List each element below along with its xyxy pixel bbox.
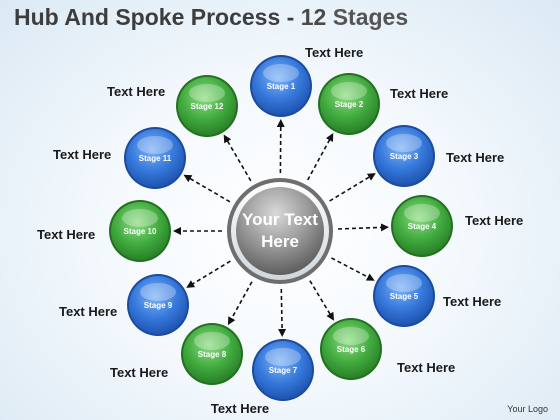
stage-node-6: Stage 6	[320, 318, 382, 380]
stage-node-face	[252, 57, 310, 115]
spoke-arrow-11	[183, 174, 231, 203]
stage-node-12: Stage 12	[176, 75, 238, 137]
stage-node-face	[111, 202, 169, 260]
stage-node-11: Stage 11	[124, 127, 186, 189]
stage-node-2: Stage 2	[318, 73, 380, 135]
spoke-arrow-7	[278, 288, 287, 337]
stage-callout-1: Text Here	[305, 45, 363, 60]
title-separator: -	[280, 4, 301, 30]
title-main: Hub And Spoke Process	[14, 4, 281, 30]
stage-node-face	[126, 129, 184, 187]
stage-node-face	[129, 276, 187, 334]
stage-node-highlight	[263, 64, 299, 82]
stage-callout-9: Text Here	[59, 304, 117, 319]
stage-node-9: Stage 9	[127, 274, 189, 336]
stage-label: Stage 3	[390, 152, 419, 161]
stage-label: Stage 11	[139, 154, 172, 163]
stage-node-face	[322, 320, 380, 378]
stage-node-7: Stage 7	[252, 339, 314, 401]
hub-core	[236, 187, 324, 275]
stage-callout-7: Text Here	[211, 401, 269, 416]
spoke-arrow-6	[309, 280, 335, 321]
stage-callout-10: Text Here	[37, 227, 95, 242]
stage-callout-4: Text Here	[465, 213, 523, 228]
stage-node-highlight	[140, 283, 176, 301]
arrows-layer	[173, 119, 389, 337]
hub-label-line2: Here	[261, 232, 299, 251]
spoke-arrow-3	[329, 173, 376, 202]
stage-node-face	[183, 325, 241, 383]
spoke-arrow-8	[227, 281, 253, 326]
stage-node-highlight	[386, 274, 422, 292]
stage-callout-8: Text Here	[110, 365, 168, 380]
spoke-arrow-9	[186, 260, 231, 288]
stage-node-highlight	[122, 209, 158, 227]
stage-label: Stage 12	[191, 102, 224, 111]
stage-callout-3: Text Here	[446, 150, 504, 165]
stage-label: Stage 5	[390, 292, 419, 301]
stage-callout-6: Text Here	[397, 360, 455, 375]
stage-node-5: Stage 5	[373, 265, 435, 327]
stage-node-4: Stage 4	[391, 195, 453, 257]
hub: Your Text Here	[227, 178, 333, 284]
stage-node-highlight	[333, 327, 369, 345]
stage-node-face	[320, 75, 378, 133]
stage-node-face	[375, 267, 433, 325]
stage-label: Stage 2	[335, 100, 364, 109]
stage-node-face	[178, 77, 236, 135]
stage-node-highlight	[189, 84, 225, 102]
stage-node-highlight	[265, 348, 301, 366]
stage-callout-11: Text Here	[53, 147, 111, 162]
stage-label: Stage 8	[198, 350, 227, 359]
spoke-arrow-12	[223, 134, 252, 182]
stage-label: Stage 4	[408, 222, 437, 231]
spoke-arrow-2	[306, 133, 334, 181]
stage-callout-12: Text Here	[107, 84, 165, 99]
stage-label: Stage 7	[269, 366, 298, 375]
stage-callout-2: Text Here	[390, 86, 448, 101]
page-title: Hub And Spoke Process - 12 Stages	[14, 4, 408, 31]
stage-node-highlight	[194, 332, 230, 350]
logo-text: Your Logo	[507, 404, 548, 414]
spoke-arrow-4	[337, 223, 389, 232]
stage-label: Stage 6	[337, 345, 366, 354]
stage-callout-5: Text Here	[443, 294, 501, 309]
stage-node-10: Stage 10	[109, 200, 171, 262]
stage-node-face	[393, 197, 451, 255]
spoke-arrow-5	[331, 257, 375, 281]
stage-node-face	[254, 341, 312, 399]
hub-label-line1: Your Text	[242, 210, 318, 229]
stage-node-1: Stage 1	[250, 55, 312, 117]
stage-node-3: Stage 3	[373, 125, 435, 187]
stage-label: Stage 10	[124, 227, 157, 236]
stage-label: Stage 9	[144, 301, 173, 310]
stage-label: Stage 1	[267, 82, 296, 91]
stage-node-highlight	[386, 134, 422, 152]
title-count: 12	[300, 4, 327, 30]
stage-node-highlight	[137, 136, 173, 154]
stage-node-highlight	[404, 204, 440, 222]
stage-node-face	[375, 127, 433, 185]
stage-node-highlight	[331, 82, 367, 100]
stage-node-8: Stage 8	[181, 323, 243, 385]
title-suffix: Stages	[326, 4, 409, 30]
